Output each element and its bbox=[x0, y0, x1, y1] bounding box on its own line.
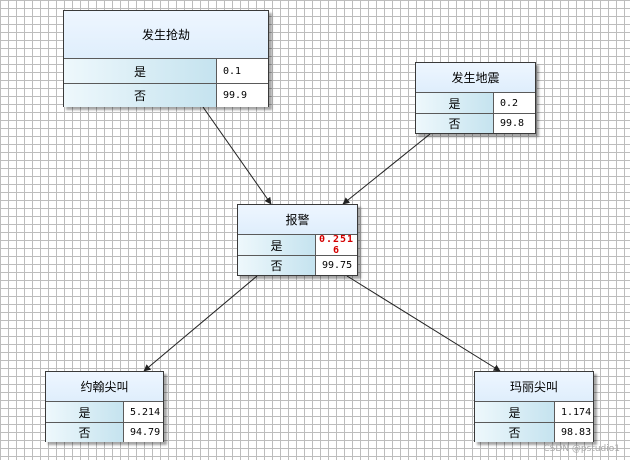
edge-earthquake-alarm bbox=[342, 133, 431, 205]
state-label-no: 否 bbox=[64, 84, 217, 107]
node-earthquake[interactable]: 发生地震 是 0.2 否 99.8 bbox=[415, 62, 536, 134]
node-mary-calls[interactable]: 玛丽尖叫 是 1.174 否 98.83 bbox=[474, 371, 594, 442]
node-john-calls[interactable]: 约翰尖叫 是 5.214 否 94.79 bbox=[45, 371, 164, 442]
watermark: CSDN @pstudio1 bbox=[543, 444, 620, 454]
node-title: 约翰尖叫 bbox=[46, 372, 163, 402]
probability-value: 0.2 bbox=[494, 93, 535, 113]
edge-burglary-alarm bbox=[202, 106, 272, 205]
node-title: 玛丽尖叫 bbox=[475, 372, 593, 402]
node-title: 发生抢劫 bbox=[64, 11, 268, 59]
probability-value: 99.8 bbox=[494, 114, 535, 133]
probability-value: 99.75 bbox=[316, 256, 357, 275]
state-label-yes: 是 bbox=[416, 93, 494, 113]
probability-value: 0.1 bbox=[217, 59, 268, 83]
node-alarm[interactable]: 报警 是 0.2516 否 99.75 bbox=[237, 204, 358, 276]
state-label-no: 否 bbox=[46, 423, 124, 442]
node-title: 发生地震 bbox=[416, 63, 535, 93]
node-burglary[interactable]: 发生抢劫 是 0.1 否 99.9 bbox=[63, 10, 269, 107]
edge-alarm-john bbox=[143, 275, 258, 372]
probability-value: 1.174 bbox=[555, 402, 593, 422]
state-label-yes: 是 bbox=[46, 402, 124, 422]
node-title: 报警 bbox=[238, 205, 357, 235]
state-label-no: 否 bbox=[238, 256, 316, 275]
probability-value: 99.9 bbox=[217, 84, 268, 107]
state-label-yes: 是 bbox=[238, 235, 316, 255]
state-label-yes: 是 bbox=[64, 59, 217, 83]
state-label-yes: 是 bbox=[475, 402, 555, 422]
state-label-no: 否 bbox=[475, 423, 555, 442]
edge-alarm-mary bbox=[346, 275, 501, 372]
probability-value-highlighted: 0.2516 bbox=[316, 234, 357, 256]
state-label-no: 否 bbox=[416, 114, 494, 133]
probability-value: 5.214 bbox=[124, 402, 163, 422]
probability-value: 94.79 bbox=[124, 423, 163, 442]
probability-value: 98.83 bbox=[555, 423, 593, 442]
